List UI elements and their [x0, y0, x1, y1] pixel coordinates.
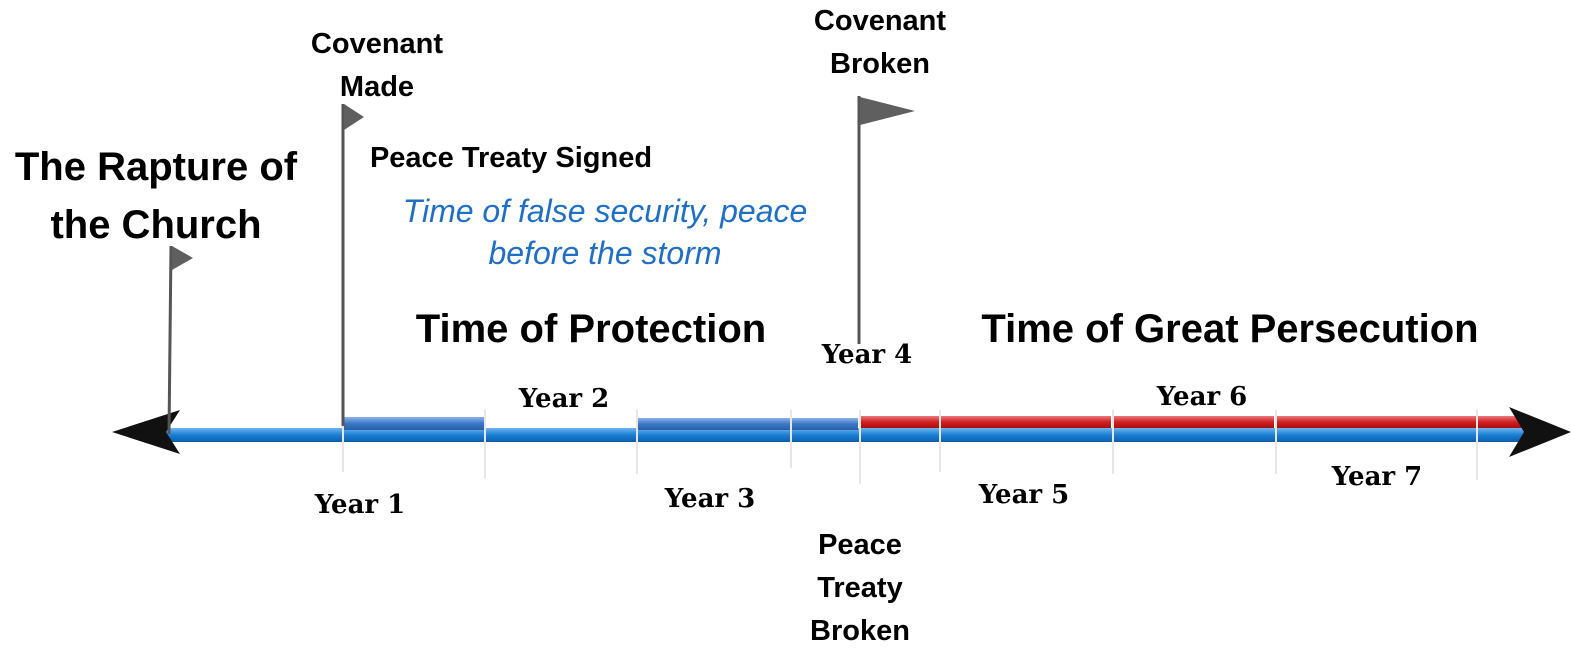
persecution-segment	[1114, 416, 1274, 428]
rapture-flag-icon	[167, 245, 193, 435]
protection-segment	[638, 418, 858, 430]
false-security-caption: Time of false security, peace before the…	[402, 193, 808, 271]
covenant-made-flag-icon	[341, 104, 364, 426]
year-5-label: Year 5	[978, 480, 1070, 510]
left-arrowhead	[112, 410, 180, 454]
persecution-heading: Time of Great Persecution	[981, 307, 1479, 351]
protection-heading: Time of Protection	[415, 307, 767, 351]
right-arrowhead	[1509, 407, 1571, 457]
timeline-bar	[165, 428, 1527, 442]
year-3-label: Year 3	[664, 484, 756, 514]
covenant-made-label: Covenant Made	[310, 28, 444, 103]
year-2-label: Year 2	[518, 384, 610, 414]
protection-segment	[344, 417, 484, 430]
persecution-segment	[861, 416, 1111, 428]
rapture-heading: The Rapture of the Church	[14, 145, 298, 247]
peace-treaty-signed-label: Peace Treaty Signed	[369, 142, 653, 174]
year-1-label: Year 1	[314, 490, 406, 520]
covenant-broken-flag-icon	[857, 96, 915, 344]
covenant-broken-label: Covenant Broken	[813, 5, 947, 80]
year-4-label: Year 4	[821, 340, 913, 370]
persecution-segment	[1277, 416, 1527, 428]
year-7-label: Year 7	[1331, 462, 1423, 492]
year-6-label: Year 6	[1156, 382, 1248, 412]
peace-treaty-broken-label: Peace Treaty Broken	[810, 529, 910, 647]
